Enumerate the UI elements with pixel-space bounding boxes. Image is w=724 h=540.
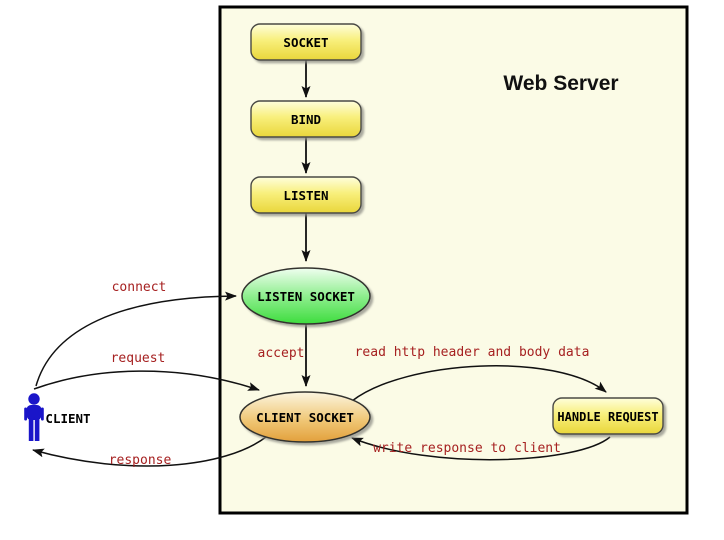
person-icon <box>28 393 40 405</box>
handle-request-box <box>552 397 664 435</box>
arrow-connect <box>35 291 237 387</box>
person-torso <box>26 405 42 420</box>
read-http-label: read http header and body data <box>355 345 590 360</box>
request-label: request <box>111 351 166 366</box>
web-server-title: Web Server <box>503 72 618 95</box>
socket-label: SOCKET <box>283 35 328 50</box>
person-left-leg <box>28 417 34 441</box>
person-right-leg <box>34 417 40 441</box>
bind-box <box>250 100 362 138</box>
response-label: response <box>109 453 172 468</box>
node-listen: LISTEN <box>250 176 362 214</box>
write-response-label: write response to client <box>373 441 561 456</box>
arrow-read-http <box>351 365 607 402</box>
socket-box <box>250 23 362 61</box>
arrow-write-response <box>351 436 611 461</box>
listen-socket-ellipse <box>241 267 371 325</box>
listen-box <box>250 176 362 214</box>
client-socket-ellipse <box>239 391 371 443</box>
listen-socket-label: LISTEN SOCKET <box>257 289 355 304</box>
connect-label: connect <box>112 280 167 295</box>
client-figure <box>24 393 44 441</box>
node-bind: BIND <box>250 100 362 138</box>
person-left-arm <box>24 407 27 421</box>
node-client-socket: CLIENT SOCKET <box>239 391 371 443</box>
arrow-request <box>33 370 260 391</box>
node-handle-request: HANDLE REQUEST <box>552 397 664 435</box>
handle-request-label: HANDLE REQUEST <box>557 410 658 424</box>
listen-label: LISTEN <box>283 188 328 203</box>
client-socket-label: CLIENT SOCKET <box>256 410 354 425</box>
node-socket: SOCKET <box>250 23 362 61</box>
client-label: CLIENT <box>45 411 90 426</box>
person-right-arm <box>41 407 44 421</box>
node-listen-socket: LISTEN SOCKET <box>241 267 371 325</box>
bind-label: BIND <box>291 112 321 127</box>
accept-label: accept <box>258 346 305 361</box>
arrow-response <box>32 436 267 467</box>
